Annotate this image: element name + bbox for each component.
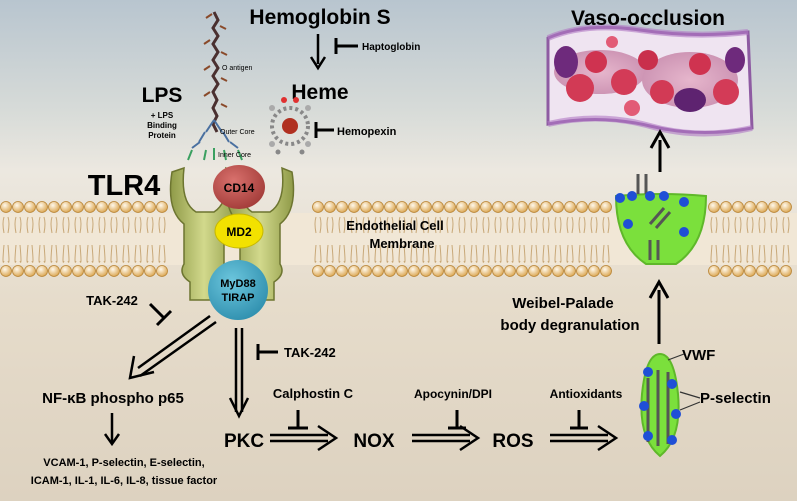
p-selectin-label: P-selectin (700, 390, 771, 407)
pkc-label: PKC (224, 431, 264, 452)
nfkb-label: NF-κB phospho p65 (42, 390, 184, 407)
myd88-to-pkc-arrow (228, 328, 250, 419)
weibel-palade-label-line1: Weibel-Palade (512, 295, 613, 312)
md2-label: MD2 (226, 225, 252, 239)
vaso-occlusion-image (546, 24, 754, 137)
antioxidants-inhibitor (570, 410, 588, 430)
weibel-palade-body (639, 352, 681, 458)
ros-label: ROS (492, 431, 533, 452)
md2-protein (214, 213, 264, 249)
phospholipid-heads-inner (0, 265, 792, 277)
tirap-label: TIRAP (222, 292, 255, 304)
weibel-palade-label-line2: body degranulation (500, 317, 639, 334)
hemopexin-label: Hemopexin (337, 126, 397, 138)
myd88-tirap-adaptor (208, 260, 268, 320)
nox-to-ros-arrow (412, 424, 481, 452)
lps-binding-line1: + LPS (151, 111, 174, 120)
targets-line1: VCAM-1, P-selectin, E-selectin, (43, 457, 204, 469)
outer-core-label: Outer Core (220, 129, 255, 136)
lps-label: LPS (142, 84, 183, 107)
calphostin-label: Calphostin C (273, 386, 354, 401)
tak242-center-inhibitor (256, 344, 278, 360)
nox-label: NOX (353, 431, 395, 452)
membrane-label-line2: Membrane (369, 236, 434, 251)
degranulating-body (614, 174, 708, 265)
calphostin-inhibitor (288, 410, 308, 430)
apocynin-inhibitor (448, 410, 466, 430)
vwf-label: VWF (682, 347, 715, 364)
myd88-label: MyD88 (220, 278, 255, 290)
lps-chain (187, 11, 243, 161)
tak242-left-inhibitor (148, 302, 173, 327)
heme-molecule (269, 97, 311, 155)
apocynin-label: Apocynin/DPI (414, 387, 492, 401)
hemoglobin-s-label: Hemoglobin S (249, 6, 390, 29)
inner-core-label: Inner Core (218, 152, 251, 159)
ros-to-weibel-palade-arrow (550, 424, 619, 452)
haptoglobin-label: Haptoglobin (362, 42, 420, 53)
lps-binding-line3: Protein (148, 131, 176, 140)
tak242-center-label: TAK-242 (284, 345, 336, 360)
membrane-label-line1: Endothelial Cell (346, 218, 444, 233)
pkc-to-nox-arrow (270, 424, 339, 452)
hemopexin-inhibitor (314, 122, 334, 138)
heme-label: Heme (291, 81, 348, 104)
phospholipid-tails (2, 216, 790, 263)
cd14-label: CD14 (224, 181, 255, 195)
vaso-occlusion-title: Vaso-occlusion (571, 7, 725, 30)
tak242-left-label: TAK-242 (86, 293, 138, 308)
phospholipid-heads-outer (0, 201, 792, 213)
cd14-protein (213, 165, 265, 209)
haptoglobin-inhibitor (334, 38, 358, 54)
lps-binding-line2: Binding (147, 121, 177, 130)
antioxidants-label: Antioxidants (550, 387, 623, 401)
tlr4-label: TLR4 (88, 170, 161, 202)
myd88-to-nfkb-arrow (128, 314, 217, 380)
targets-line2: ICAM-1, IL-1, IL-6, IL-8, tissue factor (31, 475, 218, 487)
o-antigen-label: O antigen (222, 65, 252, 72)
